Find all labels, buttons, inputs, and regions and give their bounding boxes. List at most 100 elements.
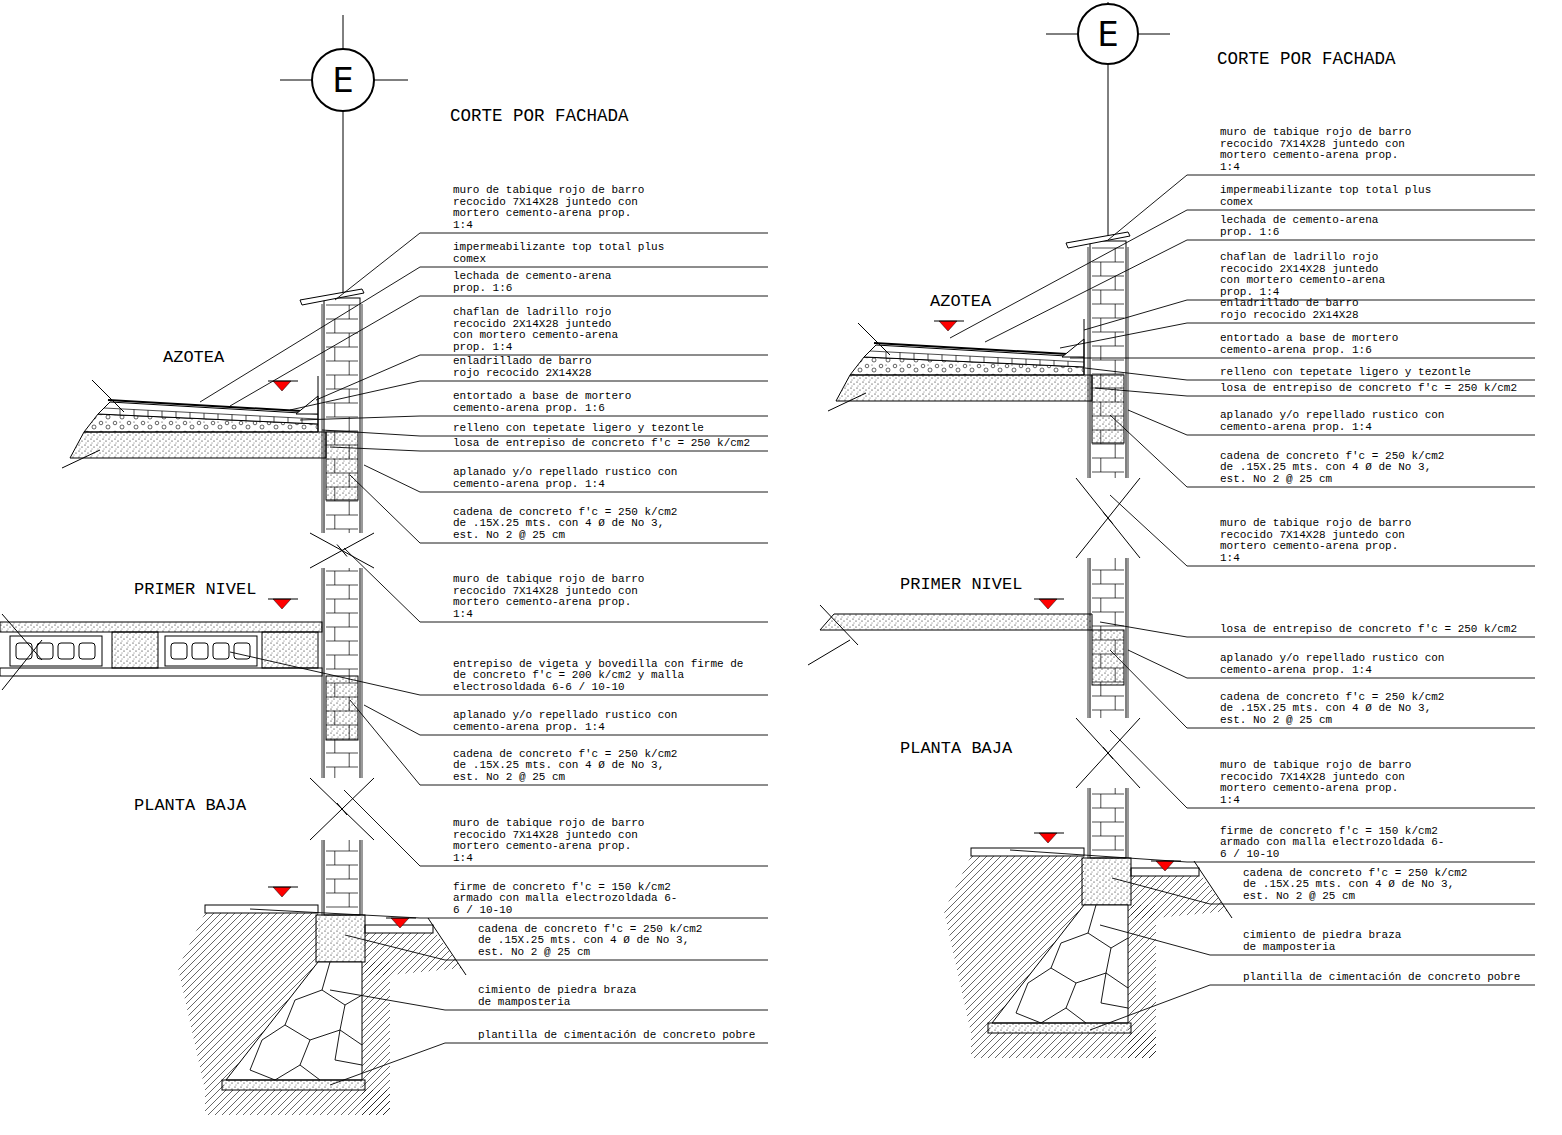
brick-joint <box>334 879 335 893</box>
tile-joint <box>148 410 149 416</box>
tile-joint <box>956 355 957 361</box>
brick-course <box>326 641 358 642</box>
tile-joint <box>970 356 971 362</box>
leader-line <box>1110 650 1535 728</box>
floor-slab <box>820 614 1092 630</box>
bovedilla-block <box>10 636 102 666</box>
block-void <box>213 643 229 659</box>
stone-joint <box>322 962 362 1005</box>
brick-joint <box>1100 262 1101 276</box>
brick-course <box>326 879 358 880</box>
level-line <box>1034 599 1064 600</box>
stone-joint <box>1106 973 1128 988</box>
brick-course <box>1092 332 1124 333</box>
brick-course <box>326 907 358 908</box>
break-line <box>2 614 42 660</box>
leader-line <box>1110 730 1535 808</box>
brick-course <box>326 403 358 404</box>
callout-note: losa de entrepiso de concreto f'c = 250 … <box>453 438 772 450</box>
block-void <box>192 643 208 659</box>
callout-note: enladrillado de barro rojo recocido 2X14… <box>453 356 600 379</box>
break-line <box>1076 478 1140 558</box>
callout-note: muro de tabique rojo de barro recocido 7… <box>453 574 653 620</box>
brick-joint <box>349 641 350 655</box>
brick-joint <box>1115 696 1116 710</box>
block-void <box>79 643 95 659</box>
brick-course <box>326 627 358 628</box>
break-line <box>820 605 858 645</box>
brick-joint <box>1115 808 1116 822</box>
brick-course <box>326 599 358 600</box>
callout-note: relleno con tepetate ligero y tezontle <box>453 423 745 435</box>
brick-joint <box>349 389 350 403</box>
callout-note: cadena de concreto f'c = 250 k/cm2 de .1… <box>1220 692 1453 727</box>
brick-course <box>326 585 358 586</box>
level-mark <box>273 599 291 609</box>
stone-joint <box>1101 973 1128 1008</box>
leader-line <box>1108 175 1535 240</box>
brick-joint <box>334 851 335 865</box>
bond-beam <box>326 432 358 500</box>
parapet-cap <box>300 289 364 305</box>
brick-joint <box>334 655 335 669</box>
leader-line <box>1128 650 1535 678</box>
axis-letter: E <box>332 63 353 97</box>
break-line <box>310 778 374 840</box>
stone-joint <box>1016 968 1051 1023</box>
brick-joint <box>1100 794 1101 808</box>
brick-joint <box>349 613 350 627</box>
brick-joint <box>349 585 350 599</box>
level-mark <box>1039 599 1057 609</box>
break-mask <box>1087 718 1129 788</box>
brick-joint <box>1100 598 1101 612</box>
callout-note: firme de concreto f'c = 150 k/cm2 armado… <box>453 882 679 917</box>
stone-joint <box>1051 933 1111 983</box>
brick-course <box>1092 304 1124 305</box>
brick-course <box>1092 360 1124 361</box>
leader-line <box>300 416 768 420</box>
tile-joint <box>176 412 177 418</box>
brick-joint <box>334 739 335 753</box>
callout-note: muro de tabique rojo de barro recocido 7… <box>453 185 653 231</box>
brick-joint <box>1115 612 1116 626</box>
brick-joint <box>1100 822 1101 836</box>
leader-line <box>950 210 1535 338</box>
right-foundation <box>944 848 1232 1058</box>
callout-note: muro de tabique rojo de barro recocido 7… <box>1220 518 1420 564</box>
leader-line <box>985 240 1535 342</box>
bond-beam <box>1092 375 1124 443</box>
brick-joint <box>349 361 350 375</box>
tile-joint <box>204 413 205 419</box>
callout-note: cimiento de piedra braza de mamposteria <box>1243 930 1410 953</box>
tile-joint <box>190 412 191 418</box>
tile-joint <box>288 417 289 422</box>
tile-joint <box>274 417 275 422</box>
break-line <box>1076 718 1140 788</box>
brick-course <box>1092 262 1124 263</box>
break-line <box>310 778 374 840</box>
callout-note: impermeabilizante top total plus comex <box>1220 185 1439 208</box>
callout-note: cadena de concreto f'c = 250 k/cm2 de .1… <box>1220 451 1453 486</box>
stone-joint <box>340 1030 362 1045</box>
level-name: AZOTEA <box>163 349 224 368</box>
level-line <box>268 599 298 600</box>
brick-course <box>1092 710 1124 711</box>
brick-joint <box>334 403 335 417</box>
callout-note: cadena de concreto f'c = 250 k/cm2 de .1… <box>1243 868 1476 903</box>
chaflan-fillet <box>296 396 318 414</box>
level-name: PRIMER NIVEL <box>134 581 256 600</box>
stone-joint <box>335 1030 362 1065</box>
brick-joint <box>349 753 350 767</box>
callout-note: chaflan de ladrillo rojo recocido 2X14X2… <box>1220 252 1393 298</box>
callout-note: plantilla de cimentación de concreto pob… <box>478 1030 783 1042</box>
callout-note: chaflan de ladrillo rojo recocido 2X14X2… <box>453 307 626 353</box>
brick-course <box>1092 458 1124 459</box>
break-mask <box>1087 478 1129 558</box>
brick-joint <box>334 571 335 585</box>
break-line <box>858 323 890 355</box>
brick-joint <box>349 305 350 319</box>
callout-note: aplanado y/o repellado rustico con cemen… <box>1220 410 1453 433</box>
lean-concrete-base <box>222 1080 365 1090</box>
callout-note: impermeabilizante top total plus comex <box>453 242 672 265</box>
